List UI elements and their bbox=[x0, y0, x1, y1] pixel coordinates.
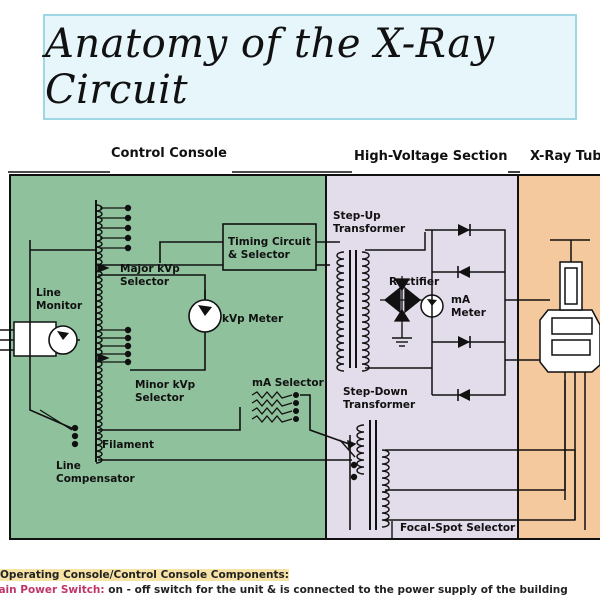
label-focal-spot-selector: Focal-Spot Selector bbox=[400, 522, 516, 534]
section-label-xray-tube: X-Ray Tube bbox=[530, 149, 600, 164]
major-kvp-tap-terminal bbox=[124, 214, 132, 222]
title-box: Anatomy of the X-Ray Circuit bbox=[43, 14, 577, 120]
timing-circuit-box bbox=[222, 223, 317, 271]
power-plug-icon bbox=[0, 321, 57, 357]
focal-spot-switch bbox=[339, 439, 358, 481]
major-kvp-tap-terminal bbox=[124, 224, 132, 232]
hv-diodes bbox=[457, 224, 471, 401]
line-monitor-icon bbox=[48, 325, 78, 355]
label-filament: Filament bbox=[102, 439, 154, 451]
label-timing-circuit: Timing Circuit& Selector bbox=[228, 236, 311, 261]
footer-line-1: Operating Console/Control Console Compon… bbox=[0, 569, 289, 581]
ma-terminal bbox=[292, 407, 300, 415]
label-ma-selector: mA Selector bbox=[252, 377, 325, 389]
major-kvp-tap-terminal bbox=[124, 204, 132, 212]
footer-term: Main Power Switch: bbox=[0, 584, 105, 596]
major-kvp-tap-terminal bbox=[124, 244, 132, 252]
footer-heading: Operating Console/Control Console Compon… bbox=[0, 569, 289, 581]
high-voltage-panel bbox=[325, 174, 519, 540]
ground-icon bbox=[392, 324, 412, 347]
ma-resistor bbox=[251, 390, 293, 400]
major-kvp-taps bbox=[97, 204, 132, 363]
filament-taps bbox=[39, 409, 79, 448]
ma-resistor bbox=[251, 406, 293, 416]
minor-kvp-tap-terminal bbox=[124, 342, 132, 350]
ma-terminal bbox=[292, 391, 300, 399]
footer-definition: on - off switch for the unit & is connec… bbox=[104, 584, 568, 596]
label-kvp-meter: kVp Meter bbox=[222, 313, 284, 325]
minor-kvp-tap-terminal bbox=[124, 350, 132, 358]
selector-arrow bbox=[97, 353, 110, 363]
selector-arrow bbox=[97, 263, 110, 273]
footer-line-2: Main Power Switch: on - off switch for t… bbox=[0, 584, 568, 596]
ma-terminal bbox=[292, 399, 300, 407]
xray-tube-icon bbox=[539, 239, 600, 530]
section-label-control-console: Control Console bbox=[111, 146, 227, 161]
ma-resistor bbox=[251, 398, 293, 408]
ma-selector-resistors bbox=[251, 390, 300, 424]
minor-kvp-tap-terminal bbox=[124, 326, 132, 334]
ma-terminal bbox=[292, 415, 300, 423]
autotransformer-coil bbox=[95, 200, 103, 464]
step-up-transformer bbox=[336, 250, 370, 372]
kvp-meter-icon bbox=[188, 299, 222, 333]
minor-kvp-taps bbox=[100, 326, 132, 366]
label-rectifier: Rectifier bbox=[389, 276, 440, 288]
major-kvp-tap-terminal bbox=[124, 234, 132, 242]
page-title: Anatomy of the X-Ray Circuit bbox=[45, 21, 495, 113]
ma-resistor bbox=[251, 414, 293, 424]
rectifier-bridge bbox=[380, 276, 425, 324]
section-label-high-voltage: High-Voltage Section bbox=[354, 149, 508, 164]
minor-kvp-tap-terminal bbox=[124, 334, 132, 342]
minor-kvp-tap-terminal bbox=[124, 358, 132, 366]
